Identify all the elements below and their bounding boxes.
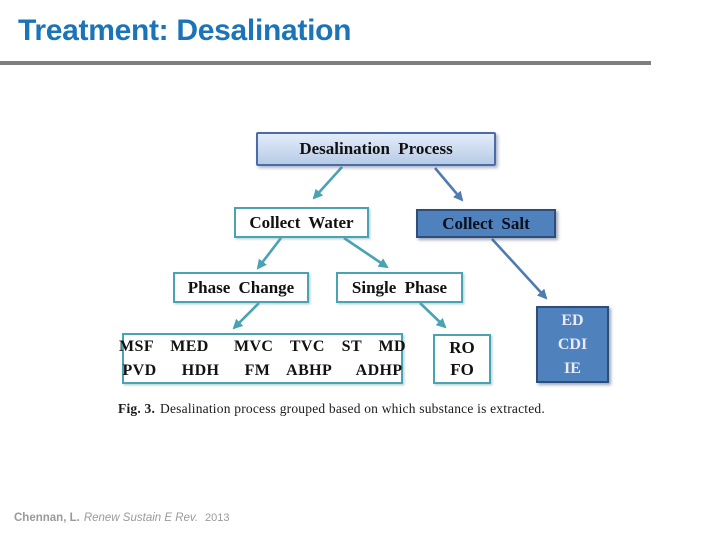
figure-caption: Fig. 3. Desalination process grouped base… xyxy=(118,401,618,417)
collect-salt-methods-line1: ED xyxy=(561,311,584,329)
page-title: Treatment: Desalination xyxy=(18,14,352,47)
edge-single-phase-to-ro-fo-arrow xyxy=(419,302,447,329)
node-phase-change-methods: MSF MED MVC TVC ST MD PVD HDH FM ABHP AD… xyxy=(119,333,406,384)
node-single-phase: Single Phase xyxy=(336,272,463,303)
citation-year: 2013 xyxy=(205,512,230,524)
node-single-phase-methods: RO FO xyxy=(433,334,491,384)
edge-collect-water-to-single-phase-arrow xyxy=(343,236,389,269)
collect-salt-methods-line2: CDI xyxy=(557,335,588,353)
single-phase-methods-line2: FO xyxy=(450,360,474,379)
figure-caption-label: Fig. 3. xyxy=(118,401,156,416)
citation-journal: Renew Sustain E Rev. xyxy=(83,512,199,524)
edge-collect-salt-to-ed-cdi-ie-arrow xyxy=(491,238,548,300)
citation: Chennan, L.Renew Sustain E Rev. 2013 xyxy=(14,512,230,524)
phase-change-methods-line2: PVD HDH FM ABHP ADHP xyxy=(122,361,403,379)
edge-root-to-collect-salt-arrow xyxy=(434,167,464,202)
node-collect-salt: Collect Salt xyxy=(416,209,556,238)
flowchart-arrows xyxy=(232,166,548,330)
phase-change-methods-line1: MSF MED MVC TVC ST MD xyxy=(119,337,406,355)
collect-salt-methods-line3: IE xyxy=(564,359,581,377)
figure-caption-text: Desalination process grouped based on wh… xyxy=(160,401,545,416)
edge-collect-water-to-phase-change-arrow xyxy=(256,237,283,270)
edge-root-to-collect-water-arrow xyxy=(312,166,343,200)
title-underline-rule xyxy=(0,61,651,65)
node-phase-change: Phase Change xyxy=(173,272,309,303)
node-desalination-process: Desalination Process xyxy=(256,132,496,166)
citation-authors: Chennan, L. xyxy=(14,512,80,524)
node-collect-water: Collect Water xyxy=(234,207,369,238)
single-phase-methods-line1: RO xyxy=(449,338,475,357)
desalination-flowchart: Desalination Process Collect Water Colle… xyxy=(0,100,720,440)
node-collect-salt-methods: ED CDI IE xyxy=(536,306,609,383)
edge-phase-change-to-methods-arrow xyxy=(232,302,260,330)
